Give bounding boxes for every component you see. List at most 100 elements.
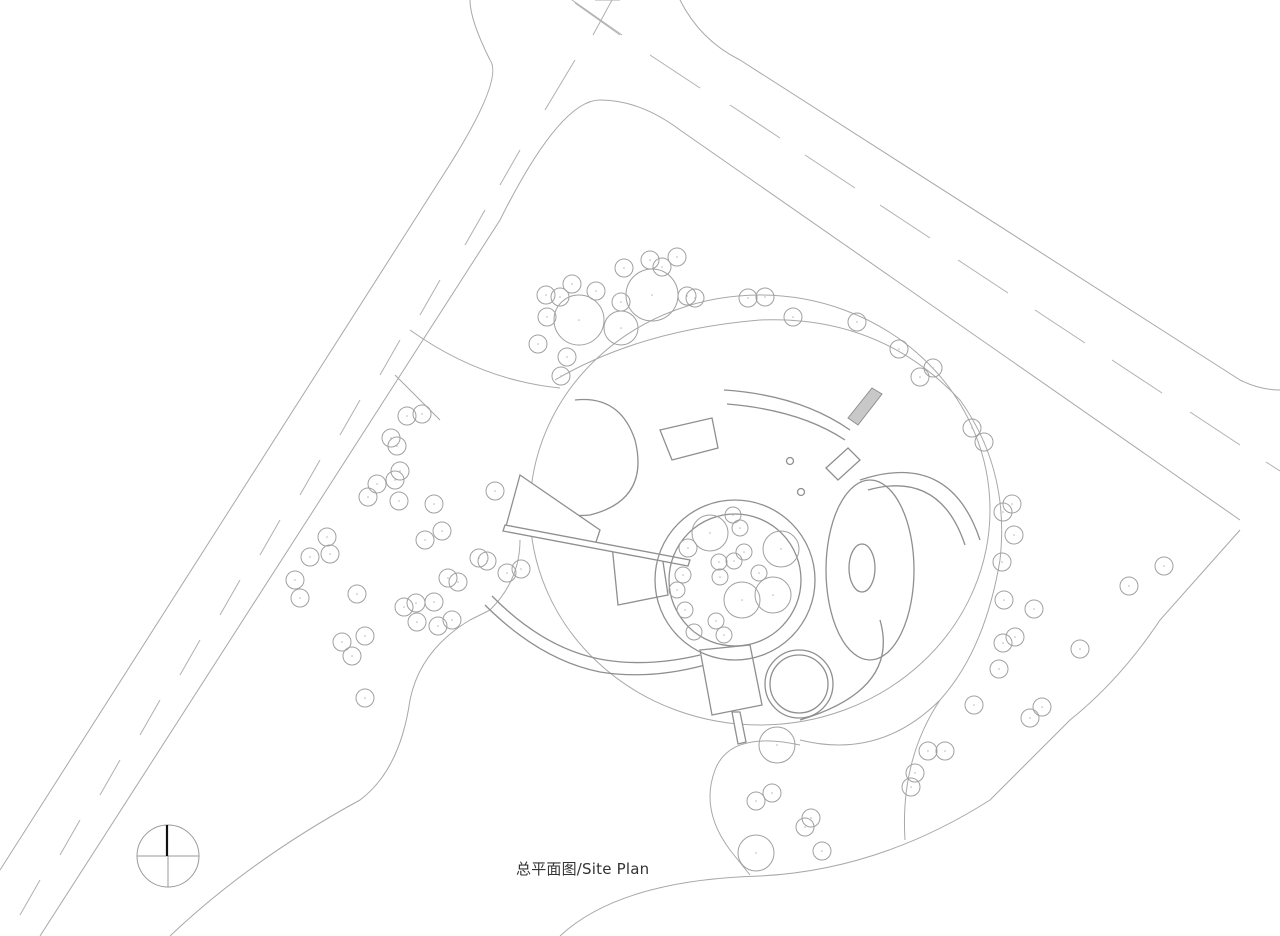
tree-center — [578, 319, 580, 321]
east-arc — [799, 619, 884, 721]
rotunda-inner-wall — [769, 654, 829, 714]
tree-center — [364, 697, 366, 699]
tree-icon — [553, 294, 605, 346]
tree-icon — [992, 552, 1012, 572]
tree-center — [1079, 648, 1081, 650]
tree-icon — [485, 481, 505, 501]
tree-icon — [750, 564, 768, 582]
tree-center — [709, 532, 711, 534]
road-centerline-dash — [179, 639, 201, 676]
tree-center — [932, 367, 934, 369]
road-centerline-dash — [1265, 461, 1280, 472]
tree-icon — [551, 366, 571, 386]
tree-center — [776, 744, 778, 746]
landscape-path — [394, 374, 441, 421]
tree-icon — [603, 310, 639, 346]
tree-icon — [477, 551, 497, 571]
tree-icon — [746, 791, 766, 811]
tree-center — [406, 415, 408, 417]
tree-icon — [1154, 556, 1174, 576]
road-centerline-dash — [99, 759, 121, 796]
stair — [847, 387, 883, 426]
tree-icon — [923, 358, 943, 378]
tree-icon — [762, 530, 800, 568]
tree-icon — [342, 646, 362, 666]
tree-center — [898, 348, 900, 350]
road-centerline-dash — [59, 819, 81, 856]
tree-center — [376, 483, 378, 485]
tree-center — [356, 593, 358, 595]
tree-icon — [1005, 627, 1025, 647]
tree-icon — [290, 588, 310, 608]
tree-center — [571, 283, 573, 285]
building-footprint — [484, 294, 991, 745]
tree-center — [771, 792, 773, 794]
tree-center — [764, 296, 766, 298]
tree-center — [998, 668, 1000, 670]
road-mark — [592, 0, 613, 36]
tree-center — [719, 576, 721, 578]
tree-icon — [989, 659, 1009, 679]
tree-icon — [586, 281, 606, 301]
tree-icon — [614, 258, 634, 278]
tree-icon — [935, 741, 955, 761]
tree-icon — [412, 404, 432, 424]
tree-icon — [678, 538, 698, 558]
tree-icon — [905, 763, 925, 783]
tree-icon — [625, 268, 679, 322]
road-centerline-dash — [574, 2, 621, 36]
tree-center — [661, 266, 663, 268]
road-edge — [0, 0, 494, 871]
road-edge — [39, 99, 1241, 936]
tree-icon — [557, 347, 577, 367]
tree-center — [856, 321, 858, 323]
tree-icon — [424, 592, 444, 612]
tree-center — [424, 539, 426, 541]
tree-icon — [497, 563, 517, 583]
outer-ring-path — [529, 294, 991, 726]
tree-center — [309, 556, 311, 558]
tree-icon — [731, 519, 749, 537]
tree-center — [294, 579, 296, 581]
landscape-path — [559, 529, 1241, 936]
tree-icon — [1020, 708, 1040, 728]
road-mark — [571, 0, 623, 36]
landscape-path — [903, 699, 941, 841]
tree-center — [537, 343, 539, 345]
road-centerline-dash — [649, 54, 701, 89]
tree-icon — [562, 274, 582, 294]
tree-center — [1033, 608, 1035, 610]
tree-center — [437, 625, 439, 627]
tree-center — [416, 621, 418, 623]
tree-center — [693, 631, 695, 633]
tree-icon — [652, 257, 672, 277]
tree-center — [398, 500, 400, 502]
tree-icon — [685, 288, 705, 308]
road-centerline-dash — [1034, 309, 1086, 344]
tree-icon — [285, 570, 305, 590]
tree-icon — [448, 572, 468, 592]
landscape-paths — [169, 319, 1241, 936]
ellipse-hall — [825, 479, 915, 661]
tree-center — [595, 290, 597, 292]
road-centerline-dash — [299, 459, 321, 496]
tree-center — [620, 301, 622, 303]
road-centerline-dash — [464, 209, 486, 246]
tree-icon — [387, 436, 407, 456]
small-block — [659, 417, 719, 461]
tree-icon — [389, 491, 409, 511]
landscape-path — [554, 319, 1003, 746]
tree-icon — [469, 548, 489, 568]
tree-icon — [511, 559, 531, 579]
landscape-path — [169, 609, 491, 936]
vent — [796, 487, 806, 497]
vent — [785, 456, 795, 466]
tree-icon — [755, 287, 775, 307]
tree-icon — [407, 612, 427, 632]
road-centerline-dash — [879, 204, 931, 239]
tree-icon — [528, 334, 548, 354]
tree-icon — [358, 487, 378, 507]
tree-center — [944, 750, 946, 752]
